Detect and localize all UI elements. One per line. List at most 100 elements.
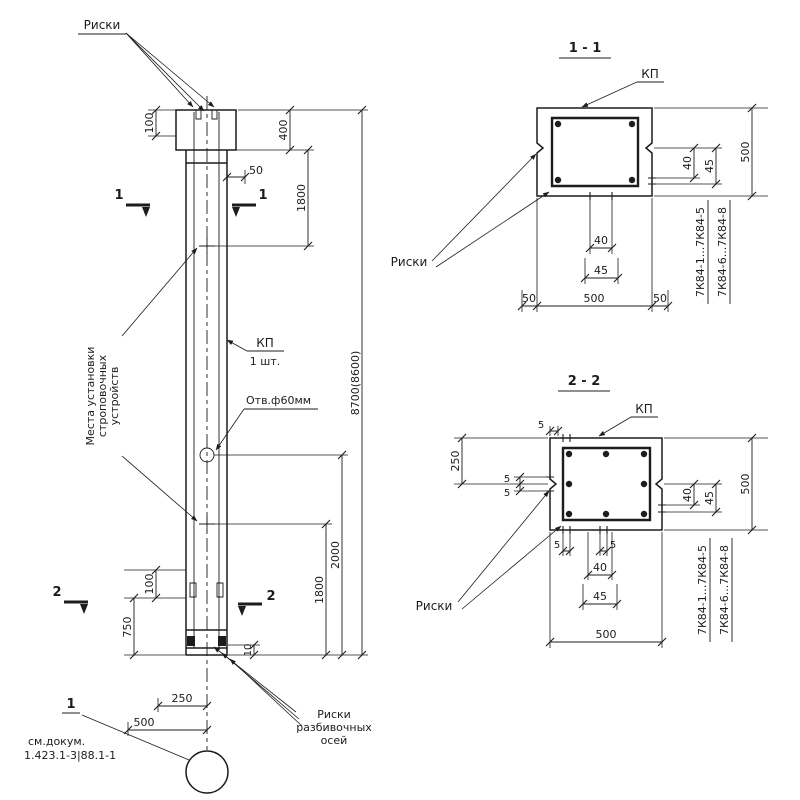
section22-dim-45-right: 45 — [703, 491, 716, 505]
section11-kp-label: КП — [641, 67, 659, 81]
axes-label-line3: осей — [321, 734, 348, 747]
kp-label: КП — [256, 336, 274, 350]
embed-plates-bottom — [187, 636, 226, 646]
section-cut-lines — [64, 203, 262, 606]
section11-rebar-dots — [554, 120, 636, 184]
riski-leader-3 — [125, 32, 215, 108]
doc-ref-line2: 1.423.1-3|88.1-1 — [24, 749, 116, 762]
axes-label-line2: разбивочных — [296, 721, 372, 734]
riski-top-label: Риски — [84, 18, 121, 32]
dim-1800-top: 1800 — [295, 184, 308, 212]
strop-leader-top — [121, 247, 198, 337]
label-underlines — [62, 33, 318, 714]
section11-dim-45-right: 45 — [703, 159, 716, 173]
section22-rebar-dots — [565, 450, 648, 518]
section22-dim-5-left-b: 5 — [504, 488, 510, 499]
section11-dim-40-bottom: 40 — [594, 234, 608, 247]
section11-dim-50-left: 50 — [522, 292, 536, 305]
section22-dim-40-bottom: 40 — [593, 561, 607, 574]
section22-dim-5-bottom-b: 5 — [610, 540, 616, 551]
section1-mark-right: 1 — [258, 188, 267, 203]
axes-label-line1: Риски — [317, 708, 351, 721]
section22-riski-leader-2 — [461, 525, 562, 610]
dim-750: 750 — [121, 617, 134, 638]
column-outline — [175, 109, 237, 656]
dim-400: 400 — [277, 120, 290, 141]
rebar-dot — [640, 450, 648, 458]
section11-riski-leader-2 — [435, 191, 550, 268]
riski-leader-1 — [125, 32, 194, 108]
section11-dim-500-bottom: 500 — [584, 292, 605, 305]
section22-dim-500-right: 500 — [739, 474, 752, 495]
kp-qty-label: 1 шт. — [250, 355, 280, 368]
section-2-2-view: 2 - 2 КП Риски 250 5 5 5 5 5 40 45 — [416, 374, 768, 648]
section11-kp-leader — [581, 81, 638, 108]
doc-ref-line1: см.докум. — [28, 735, 85, 748]
section1-mark-left: 1 — [114, 188, 123, 203]
dimension-lines — [128, 110, 363, 731]
axis-bubble — [185, 750, 229, 794]
hole-label: Отв.ф60мм — [246, 394, 311, 407]
view-mark-label: 1 — [66, 697, 75, 712]
section22-dim-40-right: 40 — [681, 488, 694, 502]
section22-kp-leader — [598, 416, 632, 437]
section11-dimension-ticks — [517, 103, 757, 311]
section11-title: 1 - 1 — [569, 41, 602, 56]
embed-plates — [189, 110, 224, 598]
strop-label-line2: строповочных — [96, 354, 109, 437]
axes-leader-3 — [229, 658, 303, 727]
section11-riski-label: Риски — [391, 255, 428, 269]
section22-dim-5-left-a: 5 — [504, 474, 510, 485]
strop-label-line1: Места установки — [84, 347, 97, 446]
section11-dim-45-bottom: 45 — [594, 264, 608, 277]
section11-outline — [536, 107, 653, 197]
extension-lines — [124, 109, 368, 736]
axes-leader-2 — [221, 652, 300, 720]
section22-riski-leader-1 — [457, 490, 550, 603]
dim-total-height: 8700(8600) — [349, 351, 362, 416]
section11-dim-50-right: 50 — [653, 292, 667, 305]
section11-rebar-cage — [550, 116, 640, 188]
section11-series-underlines — [707, 200, 731, 304]
section22-series-a: 7К84-1...7К84-5 — [696, 545, 709, 635]
section11-series-b: 7К84-6...7К84-8 — [716, 207, 729, 297]
rebar-dot — [602, 450, 610, 458]
strop-label-line3: устройств — [108, 367, 121, 426]
dim-10: 10 — [243, 644, 254, 657]
dim-2000: 2000 — [329, 541, 342, 569]
section11-series-a: 7К84-1...7К84-5 — [694, 207, 707, 297]
section11-dimension-lines — [522, 108, 753, 307]
kp-leader — [226, 339, 248, 352]
strop-cross-marks — [199, 238, 215, 532]
elevation-view: 1 1 2 2 Риски Места установки строповочн… — [24, 18, 372, 794]
section22-dim-5-top: 5 — [538, 420, 544, 431]
rebar-dot — [565, 450, 573, 458]
dimension-ticks — [123, 105, 367, 735]
section22-dim-45-bottom: 45 — [593, 590, 607, 603]
section2-mark-right: 2 — [266, 589, 275, 604]
section22-riski-label: Риски — [416, 599, 453, 613]
section22-kp-label: КП — [635, 402, 653, 416]
hole-leader — [215, 408, 245, 451]
rebar-dot — [554, 176, 562, 184]
section22-title: 2 - 2 — [568, 374, 601, 389]
riski-leader-2 — [125, 32, 205, 112]
section22-rebar-cage — [561, 446, 652, 522]
rebar-dot — [640, 480, 648, 488]
view-mark-leader — [81, 714, 190, 761]
section11-extension-lines — [521, 107, 768, 312]
dim-500: 500 — [134, 716, 155, 729]
section-1-1-view: 1 - 1 КП Риски 50 500 50 40 45 40 45 500… — [391, 41, 768, 312]
rebar-dot — [554, 120, 562, 128]
rebar-dot — [628, 176, 636, 184]
section2-mark-left: 2 — [52, 585, 61, 600]
column-inner-lines — [193, 112, 220, 648]
section22-dimension-ticks — [457, 426, 757, 647]
rebar-dot — [565, 510, 573, 518]
section22-series-b: 7К84-6...7К84-8 — [718, 545, 731, 635]
section11-dim-40-right: 40 — [681, 156, 694, 170]
strop-leader-bottom — [121, 455, 198, 522]
section22-dim-5-bottom-a: 5 — [554, 540, 560, 551]
